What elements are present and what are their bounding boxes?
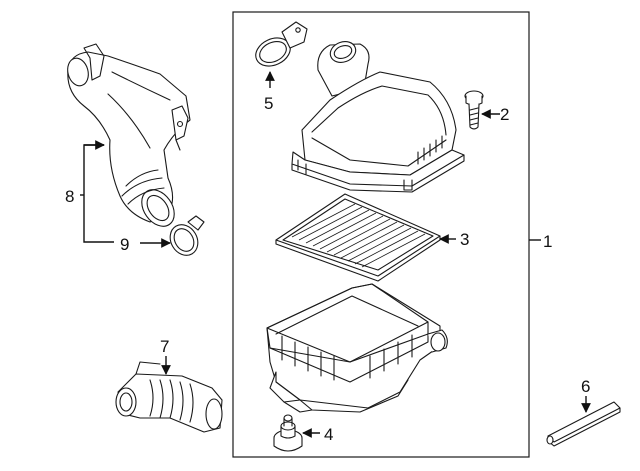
callout-5: 5: [264, 94, 273, 113]
part-9-clamp: [169, 215, 205, 256]
assembly-frame: [232, 11, 530, 458]
part-6-strip: [546, 401, 621, 447]
part-7-hose: [115, 361, 223, 433]
part-5-clamp: [255, 21, 308, 67]
callout-8-9-bracket: [80, 140, 171, 248]
part-4-grommet: [273, 414, 303, 452]
part-3-filter: [275, 193, 441, 282]
callout-1: 1: [543, 232, 552, 251]
callout-7: 7: [160, 337, 169, 356]
part-8-intake-duct: [67, 43, 191, 227]
part-2-bolt: [464, 90, 484, 130]
callout-6: 6: [581, 377, 590, 396]
callout-8: 8: [65, 187, 74, 206]
callout-3: 3: [460, 230, 469, 249]
callout-9: 9: [120, 235, 129, 254]
air-cleaner-cover: [291, 41, 465, 193]
callout-2: 2: [500, 105, 509, 124]
callout-4: 4: [324, 425, 333, 444]
air-cleaner-housing: [266, 283, 448, 413]
